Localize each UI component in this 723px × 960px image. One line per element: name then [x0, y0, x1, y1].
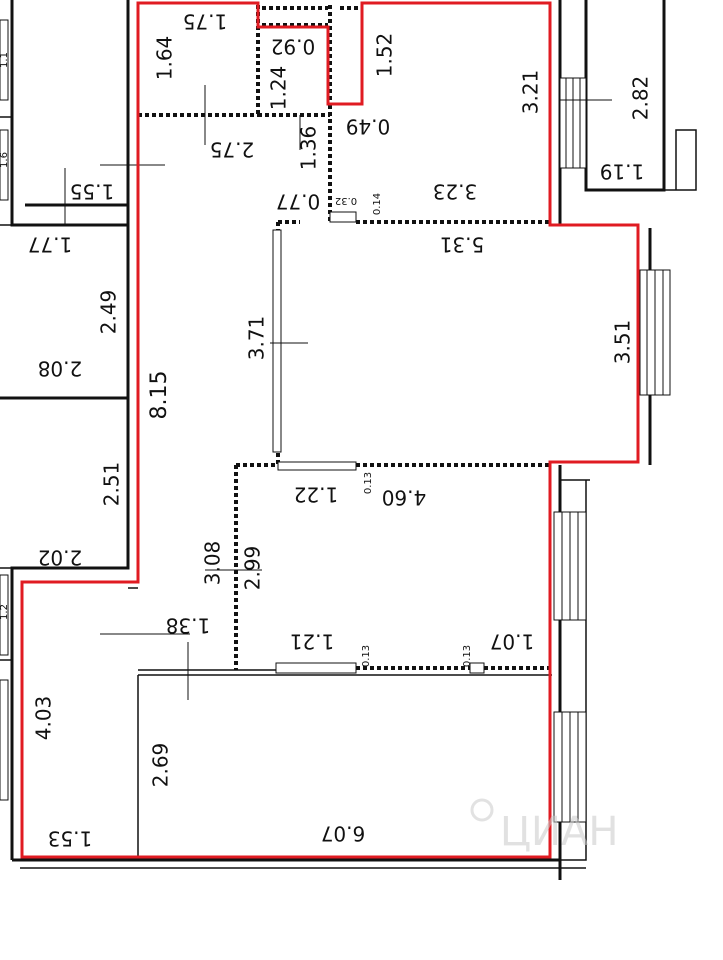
- dim-2-02: 2.02: [38, 546, 83, 570]
- dim-3-23: 3.23: [433, 180, 478, 204]
- door-openings: [272, 211, 485, 674]
- dim-1-75: 1.75: [183, 10, 228, 34]
- door-living-2: [469, 662, 485, 674]
- dim-0-13-b: 0.13: [361, 645, 372, 667]
- dim-3-21: 3.21: [519, 70, 543, 115]
- dim-2-75: 2.75: [210, 138, 255, 162]
- dim-1-36: 1.36: [297, 126, 321, 171]
- dim-4-03: 4.03: [32, 696, 56, 741]
- windows: [0, 19, 671, 823]
- door-bedroom: [277, 461, 357, 471]
- dim-0-14: 0.14: [372, 193, 383, 215]
- dim-2-49: 2.49: [97, 290, 121, 335]
- dimension-lines: [64, 85, 612, 700]
- dim-1-21: 1.21: [290, 630, 335, 654]
- dim-1-53: 1.53: [48, 827, 93, 851]
- watermark: ЦИАН: [470, 798, 618, 855]
- dim-1-07: 1.07: [490, 630, 535, 654]
- dim-2-08: 2.08: [38, 357, 83, 381]
- apartment-boundary: [20, 1, 640, 859]
- dim-2-99: 2.99: [241, 546, 265, 591]
- dim-1-22: 1.22: [294, 483, 339, 507]
- dim-1-24: 1.24: [267, 66, 291, 111]
- door-bath: [329, 211, 357, 223]
- dim-2-82: 2.82: [629, 76, 653, 121]
- door-room-hall: [272, 229, 282, 453]
- window-left-bottom: [0, 679, 9, 801]
- dim-0-32: 0.32: [335, 195, 357, 206]
- dim-3-08: 3.08: [201, 541, 225, 586]
- dim-0-49: 0.49: [346, 115, 391, 139]
- dim-6-07: 6.07: [321, 822, 366, 846]
- dim-0-92: 0.92: [271, 35, 316, 59]
- dim-0-13-a: 0.13: [363, 472, 374, 494]
- dim-2-69: 2.69: [149, 743, 173, 788]
- dim-2-51: 2.51: [100, 462, 124, 507]
- dim-3-51: 3.51: [611, 320, 635, 365]
- door-living-1: [275, 662, 357, 674]
- dim-edge-3: 1.2: [0, 604, 10, 620]
- dim-1-38: 1.38: [166, 614, 211, 638]
- dim-0-13-c: 0.13: [462, 645, 473, 667]
- dim-edge-2: 1.6: [0, 152, 10, 168]
- window-left-top: [0, 19, 9, 101]
- dim-3-71: 3.71: [245, 316, 269, 361]
- watermark-text: ЦИАН: [500, 809, 618, 855]
- dimension-labels: 1.75 0.92 1.64 1.24 1.52 3.21 2.82 1.19 …: [0, 10, 653, 851]
- window-left-middle: [0, 129, 9, 201]
- interior-partitions: [128, 5, 552, 861]
- dim-1-64: 1.64: [153, 36, 177, 81]
- dim-5-31: 5.31: [440, 233, 485, 257]
- dim-0-77: 0.77: [276, 190, 321, 214]
- dim-1-77: 1.77: [28, 233, 73, 257]
- dim-1-55: 1.55: [70, 180, 115, 204]
- dim-8-15: 8.15: [147, 371, 172, 420]
- dim-1-52: 1.52: [373, 33, 397, 78]
- dim-4-60: 4.60: [382, 486, 427, 510]
- window-left-lower: [0, 574, 9, 656]
- dim-edge-1: 1.1: [0, 52, 10, 68]
- dim-1-19: 1.19: [600, 160, 645, 184]
